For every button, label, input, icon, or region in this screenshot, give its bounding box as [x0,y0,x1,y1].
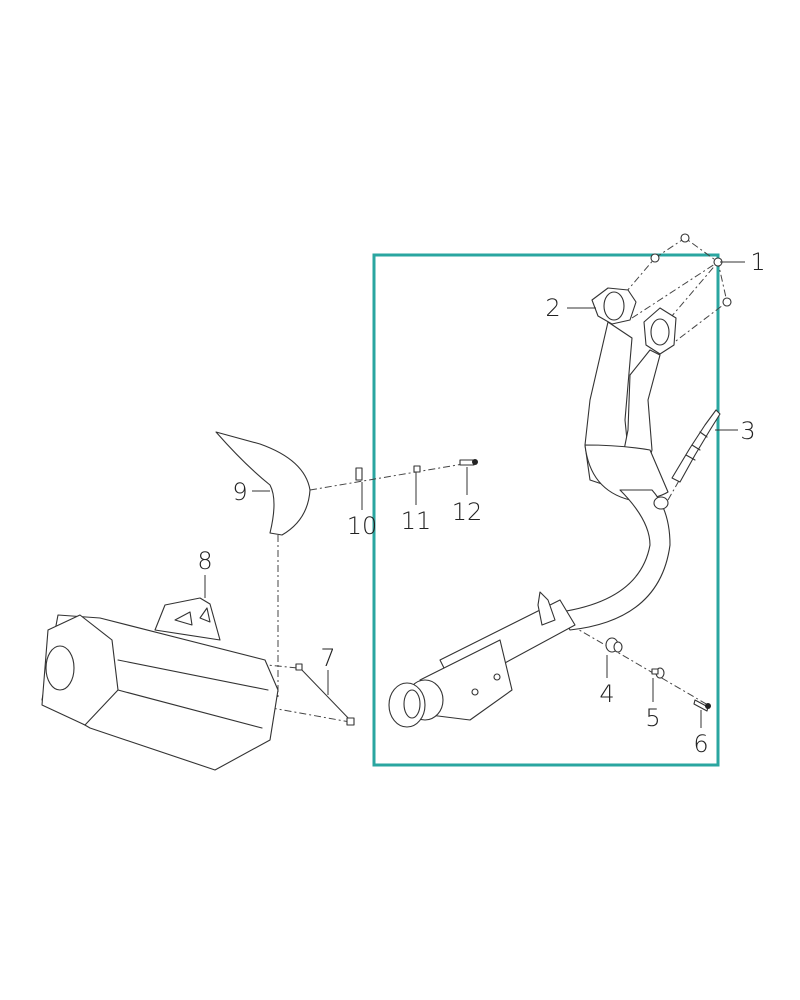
part-2-header-pipe [388,287,677,728]
callout-6: 6 [693,730,708,758]
leader-lines [204,261,745,728]
callout-labels: 1 2 3 4 5 6 7 8 9 10 11 12 [197,248,765,758]
callout-12: 12 [452,498,483,526]
callout-9: 9 [232,478,247,506]
callout-2: 2 [545,294,560,322]
callout-11: 11 [401,507,432,535]
callout-1: 1 [750,248,765,276]
callout-8: 8 [197,547,212,575]
callout-7: 7 [320,644,335,672]
highlight-box-header-pipe [372,253,720,767]
parts-10-12-fasteners [355,459,478,481]
part-7-clips [295,663,355,726]
part-9-heat-shield [215,431,311,536]
callout-3: 3 [740,417,755,445]
part-8-muffler [41,597,279,771]
callout-10: 10 [347,512,378,540]
part-3-oxygen-sensor [671,409,721,483]
callout-5: 5 [645,704,660,732]
callout-4: 4 [599,680,614,708]
parts-4-5-6-fasteners [605,637,711,712]
part-1-nuts [650,233,732,307]
